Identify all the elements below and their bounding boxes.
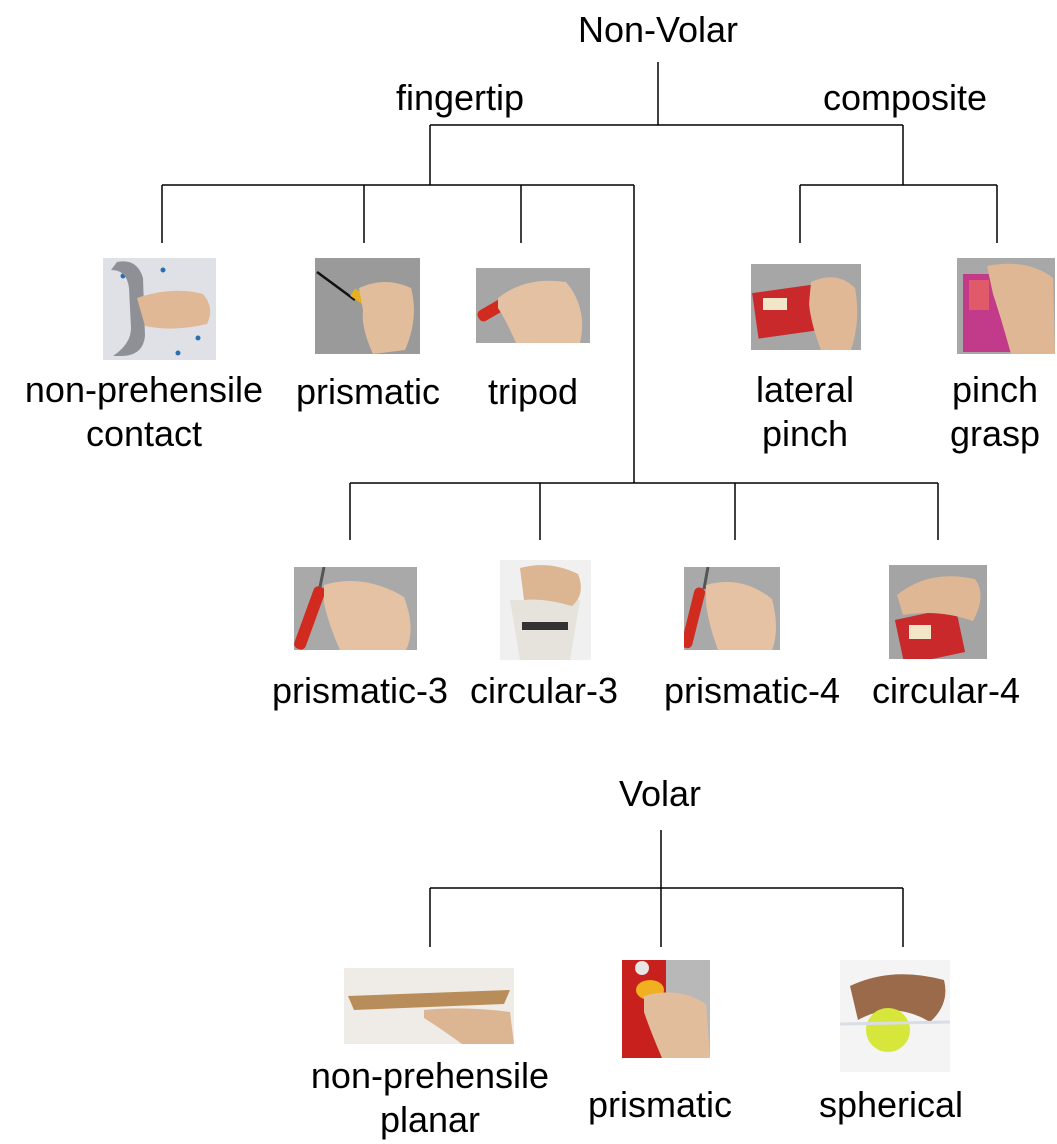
volar-prismatic-photo [622, 960, 710, 1058]
prismatic-3-photo [294, 567, 417, 650]
pinch-grasp-photo [957, 258, 1055, 354]
non-prehensile-planar-photo [344, 968, 514, 1044]
circular-3-photo [500, 560, 591, 660]
tripod-photo [476, 268, 590, 343]
non-volar-title: Non-Volar [558, 8, 758, 52]
lateral-pinch-label: lateral pinch [730, 368, 880, 456]
volar-prismatic-label: prismatic [570, 1083, 750, 1127]
volar-title: Volar [560, 772, 760, 816]
non-prehensile-contact-label: non-prehensile contact [0, 368, 288, 456]
non-prehensile-contact-photo [103, 258, 216, 360]
prismatic-photo [315, 258, 420, 354]
prismatic-3-label: prismatic-3 [260, 669, 460, 713]
fingertip-label: fingertip [360, 76, 560, 120]
non-prehensile-planar-label: non-prehensile planar [290, 1054, 570, 1142]
composite-label: composite [790, 76, 1020, 120]
circular-4-photo [889, 565, 987, 659]
tripod-label: tripod [470, 370, 596, 414]
spherical-label: spherical [796, 1083, 986, 1127]
prismatic-label: prismatic [280, 370, 456, 414]
pinch-grasp-label: pinch grasp [940, 368, 1050, 456]
circular-3-label: circular-3 [444, 669, 644, 713]
spherical-photo [840, 960, 950, 1072]
prismatic-4-photo [684, 567, 780, 650]
circular-4-label: circular-4 [856, 669, 1036, 713]
lateral-pinch-photo [751, 264, 861, 350]
prismatic-4-label: prismatic-4 [652, 669, 852, 713]
